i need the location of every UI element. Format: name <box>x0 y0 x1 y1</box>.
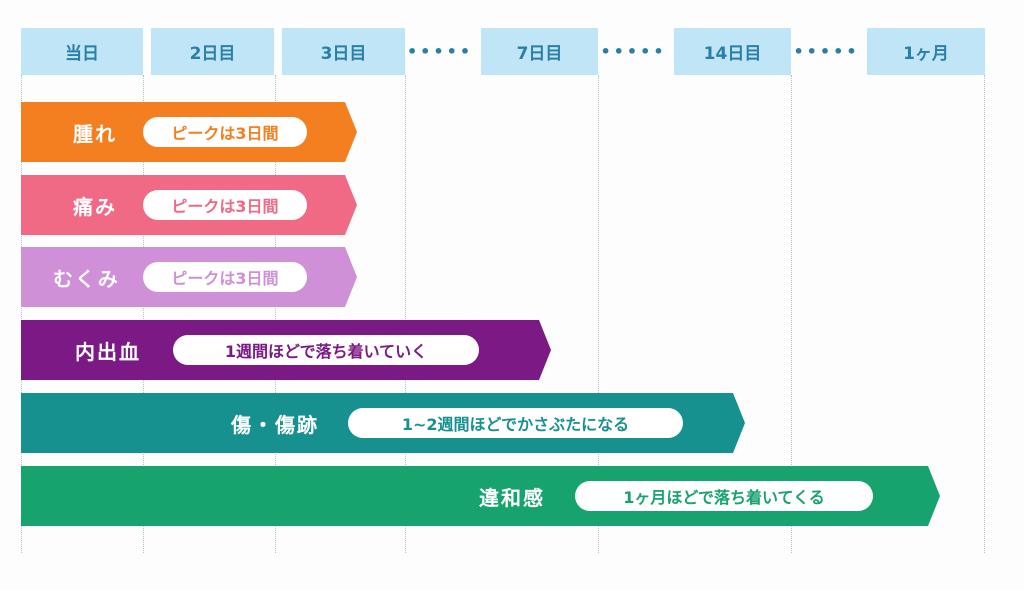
bar-note-pill: 1週間ほどで落ち着いていく <box>173 335 479 365</box>
timeline-bar: 腫れ ピークは3日間 <box>21 102 357 162</box>
bar-label: 内出血 <box>75 339 141 364</box>
header-cell: 14日目 <box>674 28 791 75</box>
gridline <box>791 75 792 553</box>
gridline <box>275 75 276 553</box>
gridline <box>405 75 406 553</box>
bar-note-pill: ピークは3日間 <box>143 190 307 220</box>
timeline-bar: 傷・傷跡 1~2週間ほどでかさぶたになる <box>21 393 745 453</box>
bar-note-pill: ピークは3日間 <box>143 262 307 292</box>
timeline-bar: むくみピークは3日間 <box>21 247 357 307</box>
bar-note-pill: 1~2週間ほどでかさぶたになる <box>348 408 683 438</box>
header-cell: 2日目 <box>151 28 274 75</box>
bar-label: 腫れ <box>73 121 117 146</box>
bar-note-pill: ピークは3日間 <box>143 117 307 147</box>
timeline-bar: 違和感 1ヶ月ほどで落ち着いてくる <box>21 466 940 526</box>
gridline <box>143 75 144 553</box>
gridline <box>984 75 985 553</box>
gridline <box>598 75 599 553</box>
header-cell: 1ヶ月 <box>867 28 985 75</box>
bar-label: 痛み <box>73 194 117 219</box>
header-ellipsis: ••••• <box>793 42 860 61</box>
bar-label: 傷・傷跡 <box>231 412 319 437</box>
timeline-bar: 内出血 1週間ほどで落ち着いていく <box>21 320 551 380</box>
timeline-bar: 痛み ピークは3日間 <box>21 175 357 235</box>
header-ellipsis: ••••• <box>600 42 667 61</box>
header-ellipsis: ••••• <box>406 42 474 61</box>
bar-label: むくみ <box>53 266 120 291</box>
bar-label: 違和感 <box>479 485 545 510</box>
bar-note-pill: 1ヶ月ほどで落ち着いてくる <box>575 481 873 511</box>
header-cell: 7日目 <box>481 28 598 75</box>
header-cell: 3日目 <box>282 28 405 75</box>
gridline <box>21 75 22 553</box>
header-cell: 当日 <box>21 28 143 75</box>
